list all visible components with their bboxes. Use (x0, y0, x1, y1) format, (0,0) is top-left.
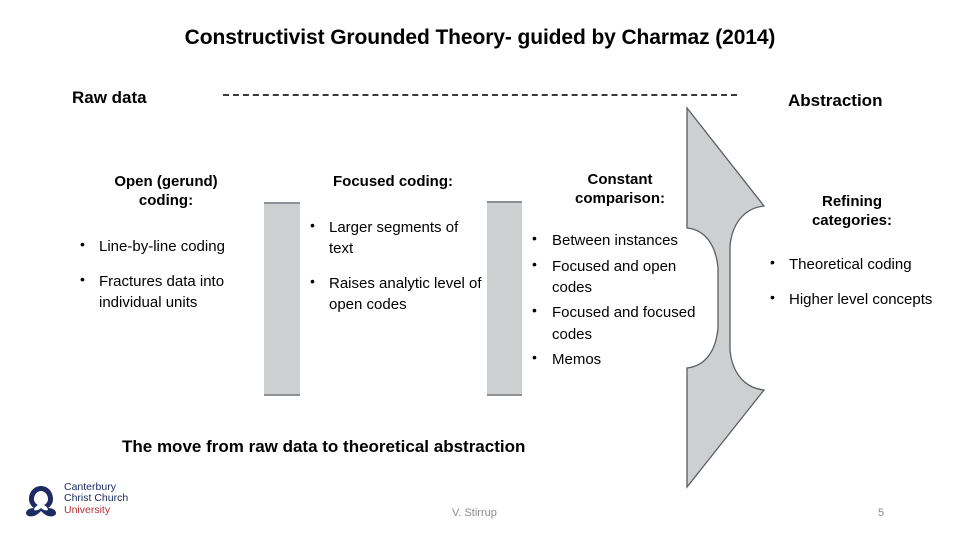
stage-column-refining-categories: Refining categories: Theoretical coding … (760, 192, 944, 323)
column-heading-line: Refining (822, 193, 882, 210)
logo-line-2: Christ Church (64, 492, 129, 505)
column-heading-line: coding: (138, 192, 194, 210)
column-bullet-list: Theoretical coding Higher level concepts (760, 253, 944, 310)
column-heading-line: categories: (811, 212, 893, 230)
logo-line-3: University (64, 503, 111, 516)
column-heading: Refining categories: (760, 192, 944, 230)
university-logo: Canterbury Christ Church University (22, 481, 144, 520)
column-heading-line: comparison: (574, 190, 665, 208)
list-item: Between instances (530, 229, 716, 251)
dashed-connector-line (223, 94, 737, 96)
divider-bar-1 (264, 202, 300, 396)
column-bullet-list: Between instances Focused and open codes… (524, 229, 716, 370)
column-heading-line: Open (gerund) (114, 173, 218, 190)
stage-column-constant-comparison: Constant comparison: Between instances F… (524, 170, 716, 374)
list-item: Memos (530, 348, 716, 370)
column-heading: Focused coding: (302, 172, 484, 191)
page-title: Constructivist Grounded Theory- guided b… (184, 26, 776, 49)
list-item: Line-by-line coding (78, 235, 264, 257)
list-item: Raises analytic level of open codes (308, 272, 484, 316)
stage-column-open-coding: Open (gerund) coding: Line-by-line codin… (68, 172, 264, 326)
column-heading-line: Constant (587, 171, 653, 188)
stage-column-focused-coding: Focused coding: Larger segments of text … (302, 172, 484, 328)
divider-bar-2 (487, 201, 522, 396)
abstraction-label: Abstraction (788, 91, 883, 110)
list-item: Higher level concepts (768, 288, 944, 310)
list-item: Theoretical coding (768, 253, 944, 275)
slide-caption: The move from raw data to theoretical ab… (122, 437, 526, 456)
column-heading: Open (gerund) coding: (68, 172, 264, 210)
raw-data-label: Raw data (72, 88, 147, 107)
footer-author: V. Stirrup (452, 507, 497, 519)
list-item: Larger segments of text (308, 216, 484, 260)
logo-wordmark: Canterbury Christ Church University (64, 481, 148, 516)
logo-line-1: Canterbury (64, 481, 116, 493)
column-heading: Constant comparison: (524, 170, 716, 208)
column-heading-line: Focused coding: (333, 173, 453, 190)
canterbury-trefoil-icon (26, 486, 56, 517)
footer-page-number: 5 (878, 507, 885, 519)
list-item: Focused and focused codes (530, 301, 716, 345)
column-bullet-list: Larger segments of text Raises analytic … (302, 216, 484, 316)
list-item: Fractures data into individual units (78, 270, 264, 314)
column-bullet-list: Line-by-line coding Fractures data into … (68, 235, 264, 314)
list-item: Focused and open codes (530, 255, 716, 299)
